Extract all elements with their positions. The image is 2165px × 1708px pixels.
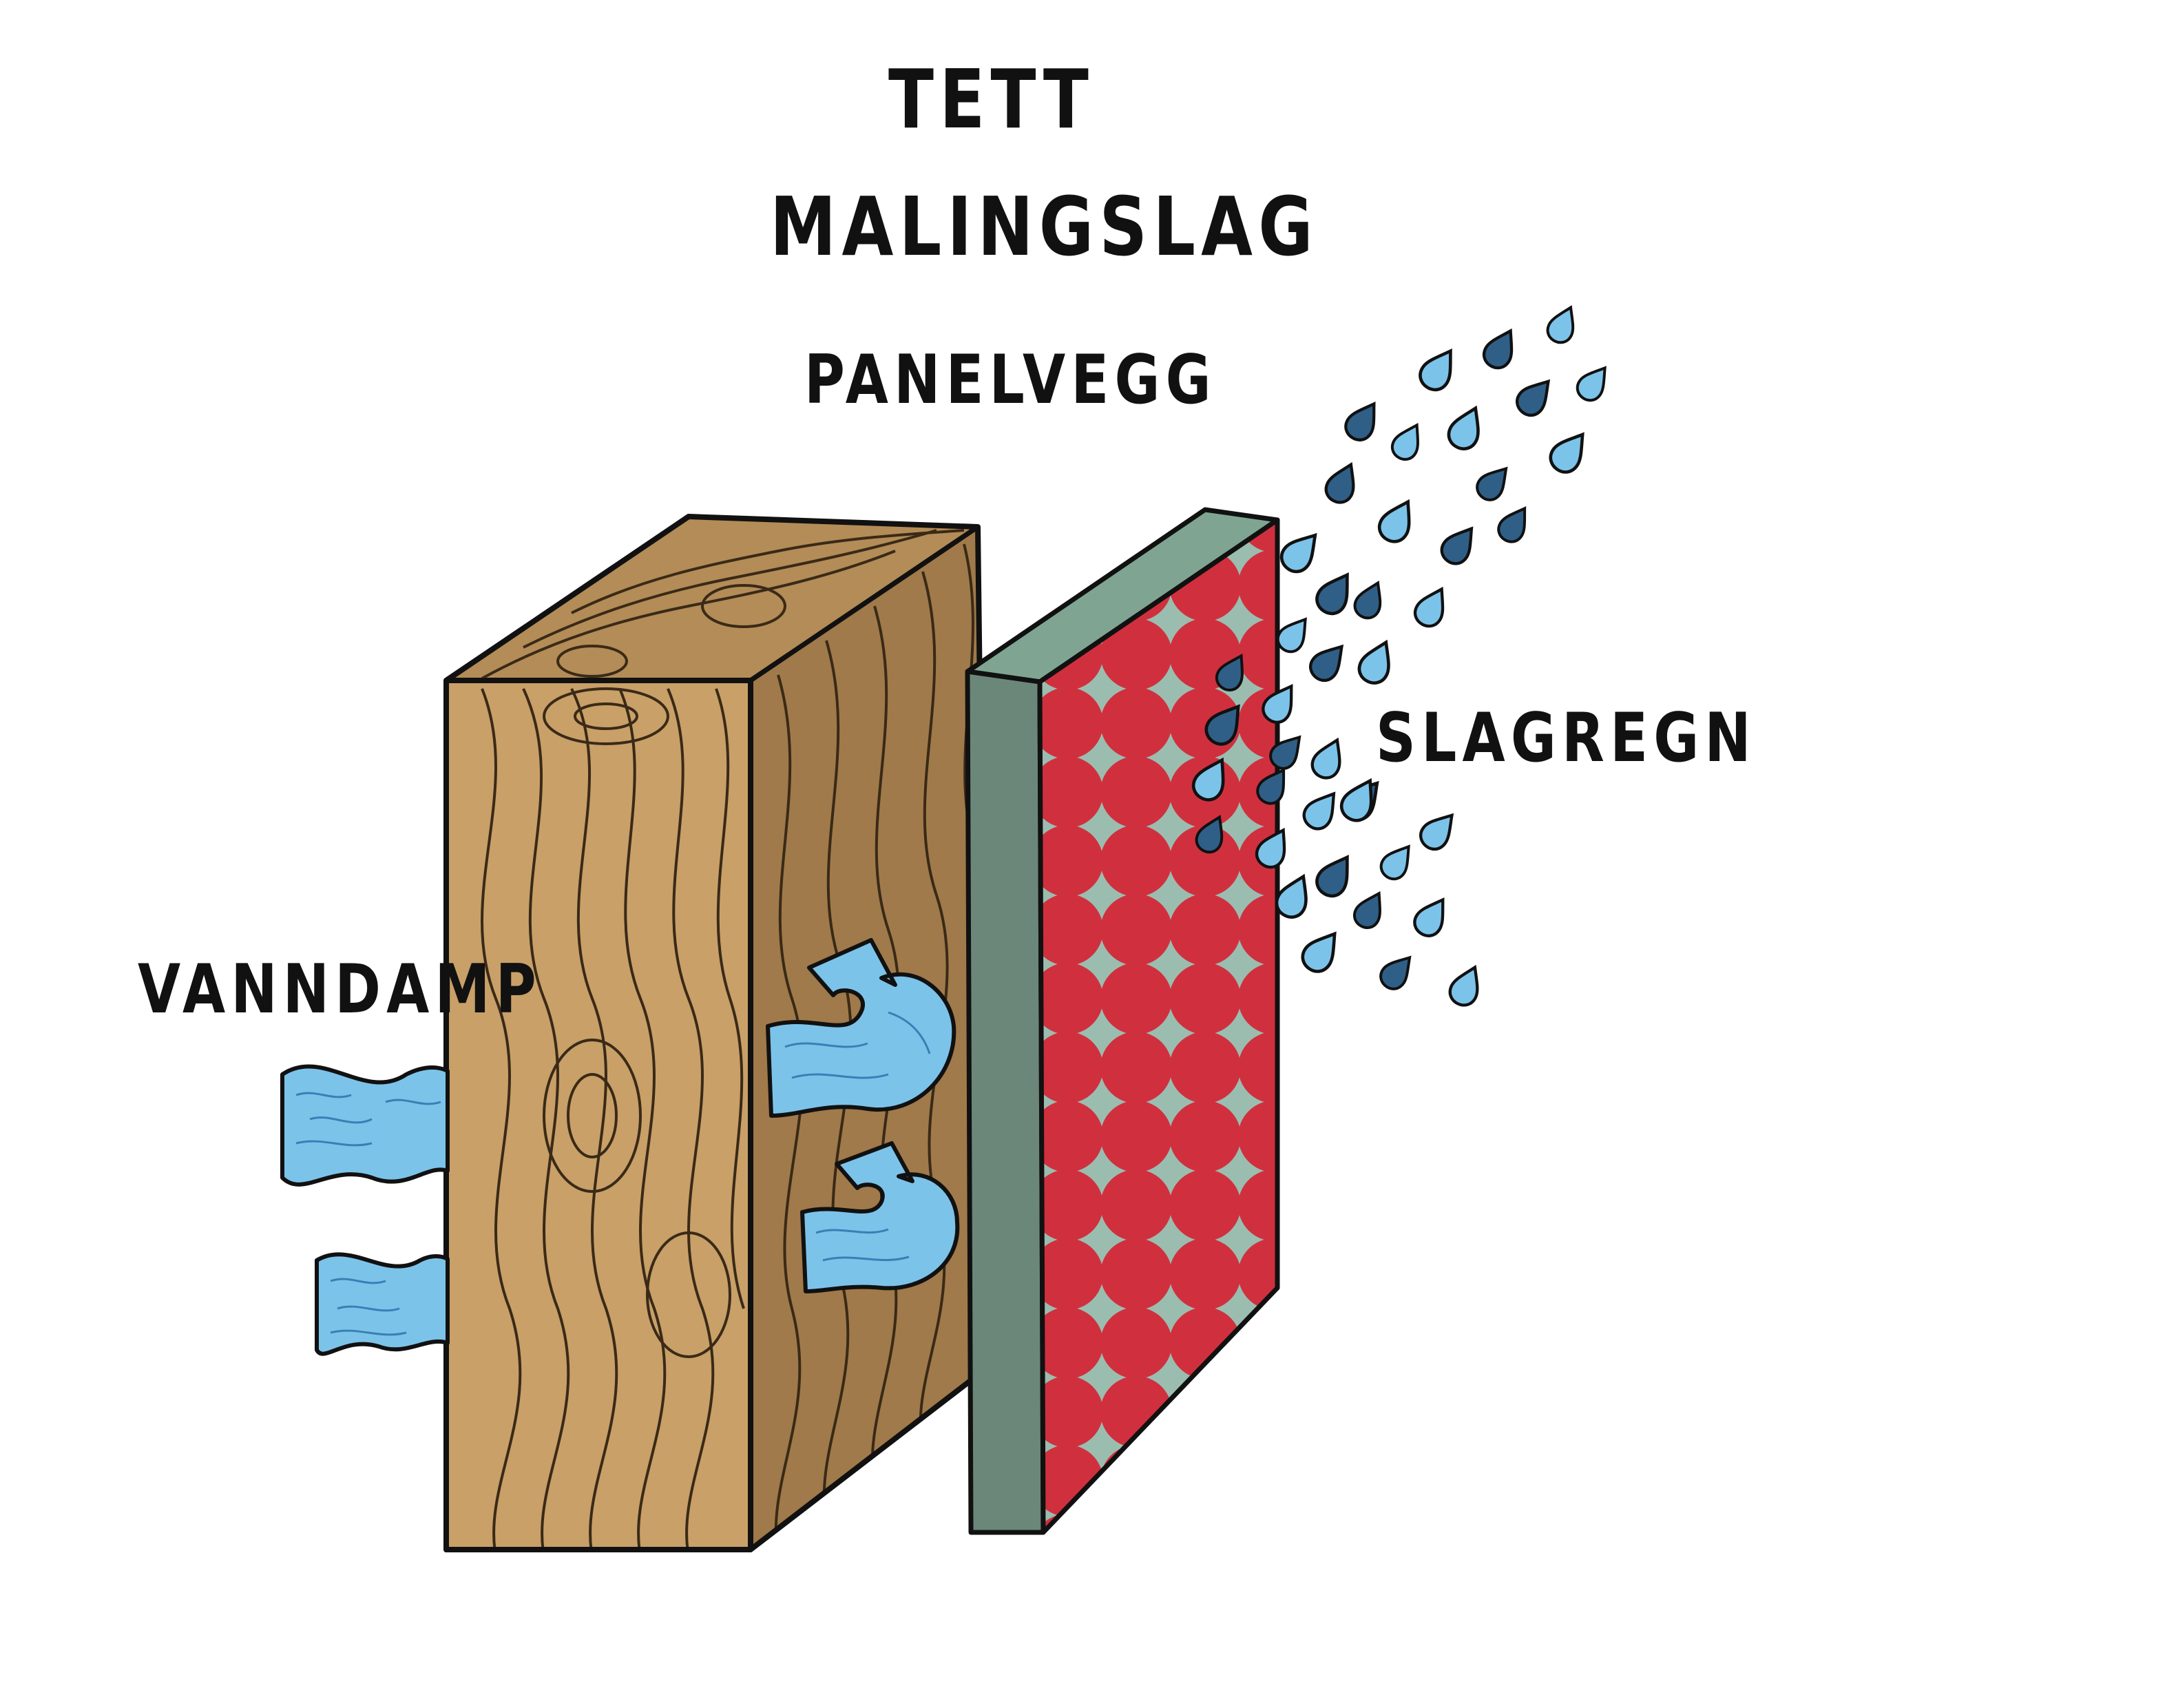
vapor-label: VANNDAMP [138, 950, 542, 1029]
raindrop-icon [1573, 360, 1615, 405]
raindrop-icon [1350, 888, 1390, 933]
raindrop-icon [1446, 961, 1487, 1009]
paint-layer-edge [968, 671, 1043, 1532]
raindrop-icon [1299, 786, 1344, 834]
raindrop-icon [1374, 494, 1421, 546]
raindrop-icon [1312, 849, 1359, 901]
subtitle-label: PANELVEGG [804, 341, 1217, 419]
raindrop-icon [1544, 302, 1582, 346]
raindrop-icon [1479, 324, 1522, 373]
raindrop-icon [1322, 459, 1363, 506]
raindrop-icon [1512, 373, 1558, 421]
raindrop-icon [1415, 806, 1462, 855]
raindrop-icon [1436, 521, 1482, 569]
vapor-wave-icon [317, 1254, 448, 1353]
raindrop-icon [1410, 583, 1453, 631]
raindrop-icon [1545, 426, 1594, 477]
raindrop-icon [1351, 578, 1389, 622]
rain-label: SLAGREGN [1376, 699, 1757, 778]
raindrop-icon [1276, 526, 1326, 578]
title-line-1: TETT [888, 52, 1094, 147]
raindrop-icon [1410, 893, 1454, 941]
raindrop-icon [1494, 501, 1536, 546]
raindrop-icon [1308, 734, 1350, 782]
raindrop-icon [1377, 839, 1419, 884]
raindrop-icon [1444, 402, 1488, 453]
raindrop-icon [1341, 397, 1385, 445]
raindrop-icon [1388, 419, 1428, 464]
raindrop-icon [1305, 638, 1352, 686]
raindrop-icon [1312, 567, 1359, 618]
raindrop-icon [1376, 950, 1419, 994]
raindrop-icon [1472, 461, 1516, 505]
title-line-2: MALINGSLAG [770, 179, 1319, 274]
raindrop-icon [1415, 343, 1463, 395]
raindrop-icon [1355, 636, 1399, 687]
vapor-wave-icon [282, 1066, 448, 1184]
raindrop-icon [1297, 925, 1346, 977]
